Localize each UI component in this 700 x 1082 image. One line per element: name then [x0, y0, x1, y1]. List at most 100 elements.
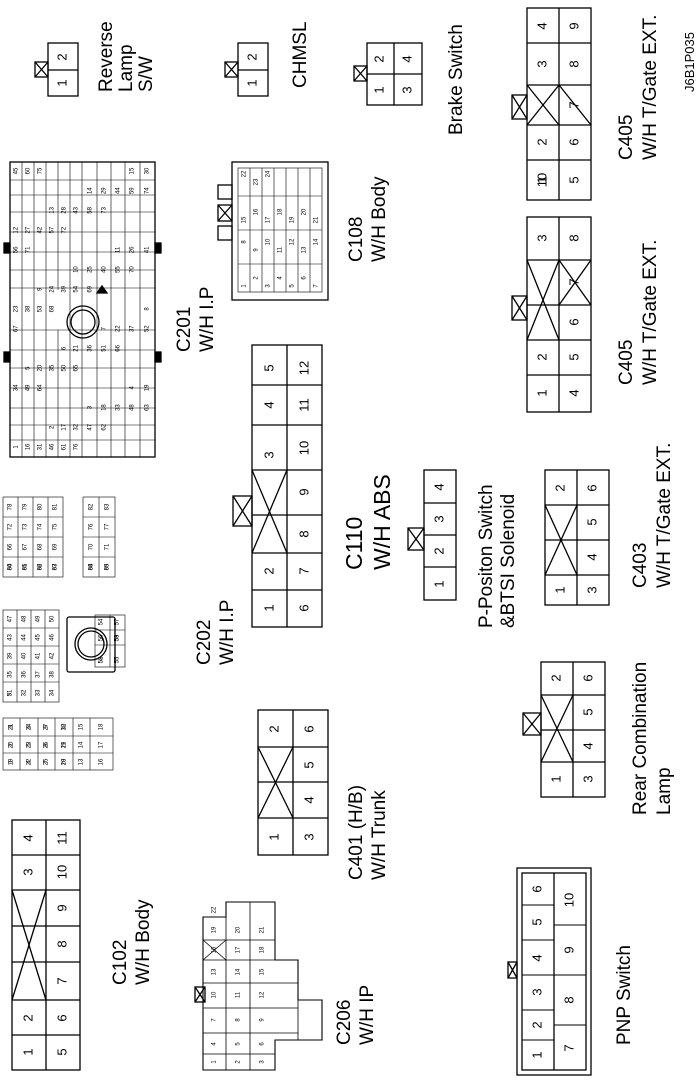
pin-c102-11: 11: [54, 831, 69, 845]
pin-c405-8-6: 6: [566, 318, 581, 325]
pin-c202-53: 53: [115, 634, 121, 641]
pin-c201-7: 7: [102, 326, 108, 330]
pin-c206-20: 20: [236, 926, 242, 933]
pin-c405-10-3: 3: [534, 60, 549, 67]
pin-c405-10-1: 1: [534, 176, 549, 183]
pin-c201-31: 31: [38, 443, 44, 450]
label-rear-combination: Rear Combination Lamp: [630, 662, 675, 815]
pin-c102-10: 10: [54, 865, 69, 879]
label-pnp-switch: PNP Switch: [614, 945, 635, 1045]
connector-c110: [232, 344, 323, 628]
pin-c202-17: 17: [99, 741, 105, 748]
pin-c405-10-8: 8: [566, 60, 581, 67]
pin-c202-68: 68: [38, 543, 44, 550]
pin-c201-29: 29: [102, 187, 108, 194]
pin-c201-2: 2: [50, 425, 56, 429]
pin-c206-9: 9: [260, 1018, 266, 1022]
pin-c202-80: 80: [38, 503, 44, 510]
pin-c202-23: 23: [27, 741, 33, 748]
pin-p-position-2: 2: [431, 547, 446, 554]
pin-c202-43: 43: [8, 634, 14, 641]
pin-c202-39: 39: [8, 652, 14, 659]
connector-c202: [2, 496, 126, 771]
pin-pnp-switch-6: 6: [529, 885, 544, 892]
pin-rear-combination-2: 2: [548, 674, 563, 681]
pin-c201-50: 50: [62, 364, 68, 371]
pin-c405-8-4: 4: [566, 389, 581, 396]
pin-c202-21: 21: [9, 723, 15, 730]
pin-c202-55: 55: [115, 656, 121, 663]
pin-c108-11: 11: [278, 246, 284, 253]
pin-c405-8-2: 2: [534, 353, 549, 360]
pin-c201-35: 35: [50, 364, 56, 371]
pin-c201-39: 39: [62, 285, 68, 292]
svg-text:C102: C102: [110, 940, 131, 985]
pin-c202-5: 5: [27, 743, 33, 747]
pin-c202-19: 19: [9, 758, 15, 765]
pin-c110-2: 2: [261, 567, 276, 574]
pin-rear-combination-5: 5: [580, 708, 595, 715]
connector-p-position: [407, 469, 457, 601]
svg-text:C401 (H/B): C401 (H/B): [346, 785, 367, 880]
pin-c202-41: 41: [36, 652, 42, 659]
pin-c405-10-7: 7: [566, 101, 581, 108]
pin-c201-16: 16: [26, 443, 32, 450]
pin-c201-12: 12: [14, 226, 20, 233]
label-c202: C202 W/H I.P: [194, 600, 238, 665]
label-c403: C403 W/H T/Gate EXT.: [630, 443, 675, 588]
pin-c202-32: 32: [22, 689, 28, 696]
svg-text:Reverse: Reverse: [96, 21, 117, 92]
svg-text:&BTSI Solenoid: &BTSI Solenoid: [498, 494, 519, 628]
pin-pnp-switch-9: 9: [561, 946, 576, 953]
pin-c110-6: 6: [296, 604, 311, 611]
pin-c202-31: 31: [8, 689, 14, 696]
pin-c110-10: 10: [296, 441, 311, 455]
pin-c102-4: 4: [20, 834, 35, 841]
connector-rear-combination: [522, 661, 606, 798]
pin-c202-34: 34: [50, 689, 56, 696]
pin-c206-22: 22: [212, 906, 218, 913]
connector-c405-8: [511, 216, 592, 413]
svg-text:Lamp: Lamp: [116, 44, 137, 92]
pin-c202-66: 66: [8, 543, 14, 550]
svg-text:W/H Body: W/H Body: [369, 176, 390, 262]
pin-c102-8: 8: [54, 940, 69, 947]
pin-c201-53: 53: [38, 305, 44, 312]
pin-c405-10-4: 4: [534, 22, 549, 29]
pin-c201-30: 30: [145, 167, 151, 174]
pin-p-position-1: 1: [431, 580, 446, 587]
pin-c405-10-10: 10: [534, 173, 549, 187]
pin-p-position-4: 4: [431, 483, 446, 490]
pin-c206-19: 19: [212, 926, 218, 933]
pin-c202-85: 85: [23, 563, 29, 570]
pin-c201-48: 48: [130, 404, 136, 411]
pin-c202-24: 24: [27, 723, 33, 730]
pin-c201-54: 54: [74, 285, 80, 292]
svg-text:W/H T/Gate EXT.: W/H T/Gate EXT.: [640, 240, 661, 385]
connector-c201: [3, 161, 162, 458]
pin-c202-1: 1: [9, 760, 15, 764]
pin-c201-3: 3: [88, 405, 94, 409]
label-c405-8: C405 W/H T/Gate EXT.: [616, 240, 661, 385]
pin-c110-4: 4: [261, 401, 276, 408]
pin-c202-35: 35: [8, 671, 14, 678]
pin-c206-17: 17: [236, 946, 242, 953]
pin-c201-32: 32: [74, 423, 80, 430]
pin-c108-23: 23: [254, 178, 260, 185]
pin-c202-65: 65: [105, 563, 111, 570]
pin-p-position-3: 3: [431, 515, 446, 522]
pin-c202-58: 58: [99, 656, 105, 663]
pin-c201-49: 49: [26, 384, 32, 391]
connector-c403: [544, 469, 610, 606]
pin-rear-combination-1: 1: [548, 775, 563, 782]
svg-text:W/H T/Gate EXT.: W/H T/Gate EXT.: [640, 15, 661, 160]
pin-c110-5: 5: [261, 364, 276, 371]
pin-c201-68: 68: [50, 305, 56, 312]
pin-chmsl-2: 2: [244, 53, 259, 60]
pin-c403-1: 1: [552, 586, 567, 593]
pin-c201-28: 28: [62, 206, 68, 213]
pin-c405-8-3: 3: [534, 234, 549, 241]
pin-c108-22: 22: [242, 170, 248, 177]
pin-c202-38: 38: [50, 671, 56, 678]
